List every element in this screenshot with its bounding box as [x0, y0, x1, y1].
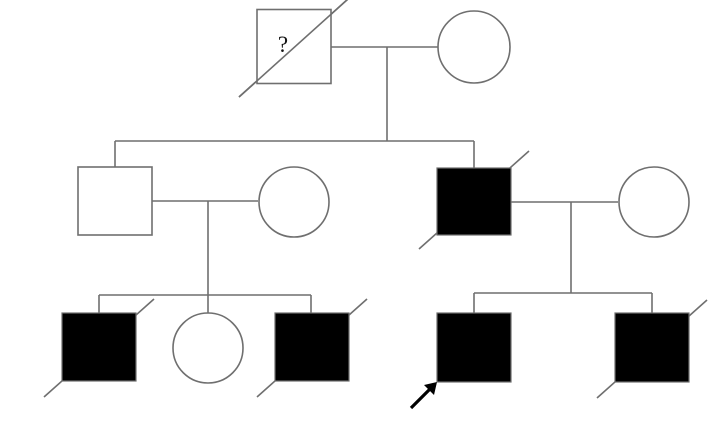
- individual-ii-1[interactable]: [77, 166, 153, 236]
- individual-iii-4[interactable]: [409, 312, 512, 410]
- individual-ii-2[interactable]: [258, 166, 330, 238]
- square-affected-shape: [436, 312, 512, 383]
- circle-unaffected-shape: [258, 166, 330, 238]
- circle-unaffected-shape: [172, 312, 244, 384]
- generation-iii-group: [43, 292, 708, 410]
- individual-iii-3[interactable]: [256, 298, 368, 398]
- unknown-status-label: ?: [278, 32, 288, 57]
- individual-ii-4[interactable]: [618, 166, 690, 238]
- square-affected-shape: [436, 167, 512, 236]
- individual-iii-1[interactable]: [43, 298, 155, 398]
- circle-unaffected-shape: [437, 10, 511, 84]
- square-affected-shape: [61, 312, 137, 382]
- individual-i-2[interactable]: [437, 10, 511, 84]
- individual-iii-5[interactable]: [596, 299, 708, 399]
- circle-unaffected-shape: [618, 166, 690, 238]
- square-affected-shape: [274, 312, 350, 382]
- generation-ii-group: [77, 140, 690, 295]
- proband-arrow-icon: [409, 382, 437, 410]
- generation-i-group: ?: [238, 0, 511, 141]
- square-affected-shape: [614, 312, 690, 383]
- individual-iii-2[interactable]: [172, 312, 244, 384]
- individual-ii-3[interactable]: [418, 150, 530, 250]
- individual-i-1[interactable]: ?: [238, 0, 349, 98]
- square-unaffected-shape: [77, 166, 153, 236]
- deceased-slash-overlay-icon: [238, 0, 349, 98]
